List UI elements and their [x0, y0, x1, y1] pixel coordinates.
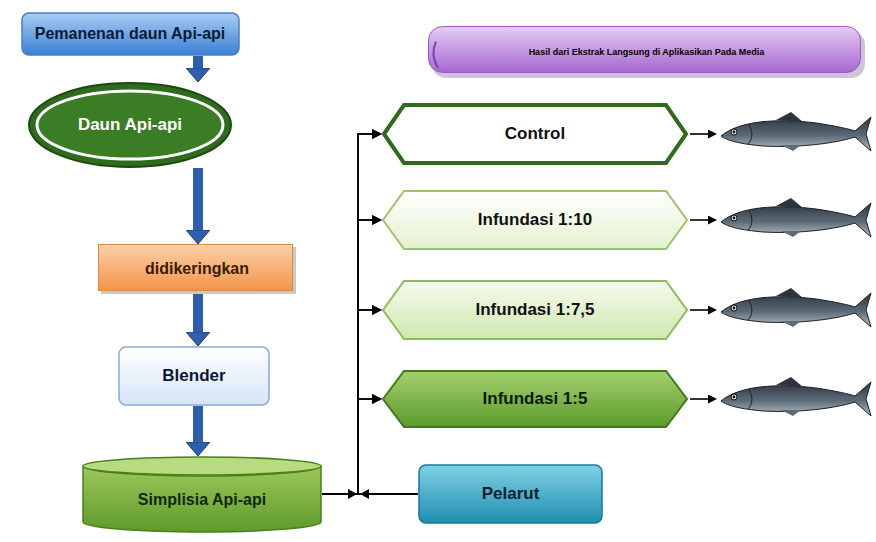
node-label: Infundasi 1:7,5 [475, 300, 594, 320]
branch-connector [322, 220, 372, 494]
note-callout: Hasil dari Ekstrak Langsung di Aplikasik… [428, 26, 865, 78]
node-label: Pemanenan daun Api-api [35, 25, 226, 43]
node-label: Control [505, 124, 565, 144]
branch-connector [322, 399, 372, 494]
fish-arrows [690, 134, 708, 399]
branch-connector [322, 310, 372, 494]
branch-connector [358, 220, 418, 494]
treatment-hexagon: Infundasi 1:5 [382, 370, 688, 428]
node-label: Pelarut [482, 484, 540, 504]
flow-arrow [193, 56, 203, 68]
flow-arrow [193, 168, 203, 230]
node-label: Hasil dari Ekstrak Langsung di Aplikasik… [529, 47, 765, 57]
branch-connector [322, 134, 372, 494]
start-box: Pemanenan daun Api-api [21, 12, 240, 56]
flow-arrow [193, 294, 203, 332]
process-box: Blender [118, 346, 270, 406]
flow-arrow [193, 406, 203, 442]
process-box: didikeringkan [98, 244, 296, 294]
node-label: Infundasi 1:10 [478, 210, 592, 230]
treatment-hexagon: Infundasi 1:10 [382, 190, 688, 250]
node-label: Blender [162, 366, 225, 386]
node-label: Infundasi 1:5 [483, 389, 588, 409]
material-cylinder: Simplisia Api-api [82, 456, 322, 532]
node-label: Simplisia Api-api [138, 479, 266, 509]
treatment-hexagon: Infundasi 1:7,5 [382, 280, 688, 340]
treatment-hexagon: Control [382, 103, 688, 165]
fish-illustrations [721, 112, 871, 416]
node-label: Daun Api-api [78, 115, 182, 135]
node-label: didikeringkan [145, 260, 249, 278]
solvent-box: Pelarut [418, 464, 603, 524]
material-ellipse: Daun Api-api [28, 82, 232, 168]
